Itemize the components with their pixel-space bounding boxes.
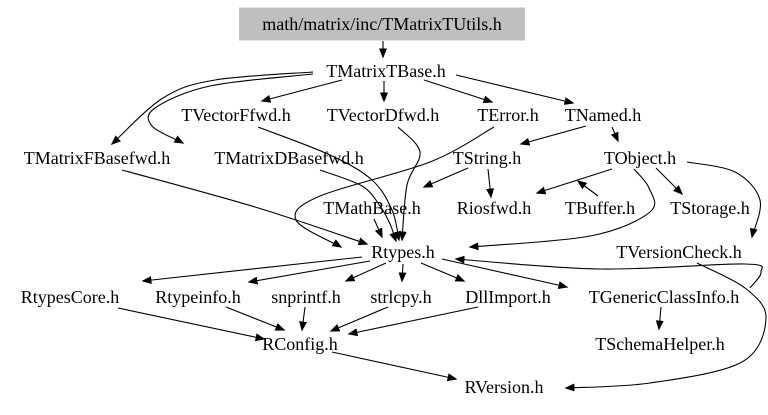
edge-rtypes-to-dllimport <box>420 262 466 282</box>
node-dllimport[interactable]: DllImport.h <box>465 287 551 307</box>
edge-tbuffer-to-tobject <box>576 180 599 197</box>
node-tmatrixfbasefwd[interactable]: TMatrixFBasefwd.h <box>24 148 170 168</box>
edge-rtypes-to-snprintf <box>344 262 387 282</box>
node-tbuffer[interactable]: TBuffer.h <box>565 198 635 218</box>
node-tvectorffwd[interactable]: TVectorFfwd.h <box>181 105 290 125</box>
node-tmathbase[interactable]: TMathBase.h <box>323 198 420 218</box>
edge-dllimport-to-rconfig <box>347 306 479 337</box>
node-strlcpy[interactable]: strlcpy.h <box>370 287 431 307</box>
edge-tvectordfwd-to-rtypes <box>397 126 421 242</box>
edge-terror-to-rtypes <box>294 126 495 248</box>
edge-tobject-to-rtypes <box>468 168 656 251</box>
node-tobject[interactable]: TObject.h <box>604 148 676 168</box>
edge-rtypes-to-strlcpy <box>398 263 407 283</box>
edge-tmathbase-to-rtypes <box>373 218 383 239</box>
edge-tobject-to-tversioncheck <box>686 161 762 239</box>
edge-tmatrixtbase-to-tnamed <box>455 74 575 105</box>
edge-tvectorffwd-to-rtypes <box>257 126 401 242</box>
edge-tstring-to-riosfwd <box>486 168 495 199</box>
edge-rtypes-to-rtypeinfo <box>247 260 371 285</box>
edge-tnamed-to-tobject <box>610 126 619 143</box>
edge-strlcpy-to-rconfig <box>329 306 389 332</box>
node-tmatrixdbasefwd[interactable]: TMatrixDBasefwd.h <box>214 148 363 168</box>
edge-tobject-to-tstorage <box>655 167 684 196</box>
node-tversioncheck[interactable]: TVersionCheck.h <box>616 242 741 262</box>
node-tstorage[interactable]: TStorage.h <box>670 198 749 218</box>
node-tmatrixtbase[interactable]: TMatrixTBase.h <box>326 61 445 81</box>
edge-tmatrixtbase-to-tvectorffwd <box>260 79 343 103</box>
root-node-box <box>239 7 525 41</box>
edge-tmatrixtbase-to-tmatrixdbasefwd <box>147 73 314 144</box>
edge-tmatrixtbase-to-terror <box>423 79 494 104</box>
node-tmatrixtutils[interactable]: math/matrix/inc/TMatrixTUtils.h <box>262 14 501 34</box>
node-tstring[interactable]: TString.h <box>453 148 522 168</box>
edge-rtypescore-to-rconfig <box>117 307 266 342</box>
edge-rtypeinfo-to-rconfig <box>225 306 286 331</box>
edge-tstring-to-tmathbase <box>422 167 469 188</box>
node-rtypes[interactable]: Rtypes.h <box>371 242 435 262</box>
edge-tversioncheck-to-rversion <box>564 262 767 392</box>
edge-tmatrixtbase-to-tmatrixfbasefwd <box>110 71 314 146</box>
edge-tmatrixfbasefwd-to-rtypes <box>121 169 369 246</box>
edge-rtypes-to-tgenericclassinfo <box>441 258 569 290</box>
edge-tgenericclassinfo-to-rtypes <box>454 255 763 289</box>
edge-tnamed-to-tstring <box>519 125 587 146</box>
node-tvectordfwd[interactable]: TVectorDfwd.h <box>327 105 439 125</box>
edge-rtypes-to-rtypescore <box>141 256 363 285</box>
edge-tgenericclassinfo-to-tschemahelper <box>655 306 664 331</box>
node-tgenericclassinfo[interactable]: TGenericClassInfo.h <box>589 287 739 307</box>
edge-rconfig-to-rversion <box>331 351 458 382</box>
node-rconfig[interactable]: RConfig.h <box>262 334 338 354</box>
node-snprintf[interactable]: snprintf.h <box>271 287 341 307</box>
edge-tobject-to-riosfwd <box>535 168 613 195</box>
node-tnamed[interactable]: TNamed.h <box>565 105 641 125</box>
node-riosfwd[interactable]: Riosfwd.h <box>457 198 532 218</box>
node-rtypescore[interactable]: RtypesCore.h <box>21 287 120 307</box>
node-rtypeinfo[interactable]: Rtypeinfo.h <box>155 287 241 307</box>
edge-tmatrixdbasefwd-to-rtypes <box>319 169 397 243</box>
node-rversion[interactable]: RVersion.h <box>464 377 543 397</box>
edge-snprintf-to-rconfig <box>299 306 308 332</box>
node-tschemahelper[interactable]: TSchemaHelper.h <box>595 334 724 354</box>
node-terror[interactable]: TError.h <box>477 105 538 125</box>
